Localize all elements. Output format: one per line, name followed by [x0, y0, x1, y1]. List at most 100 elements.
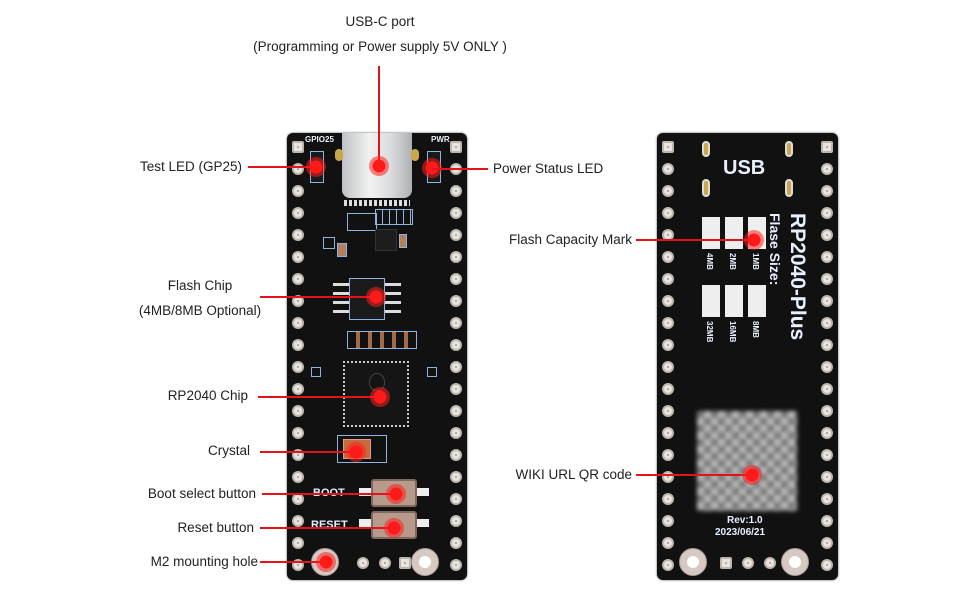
usb-c-subtitle: (Programming or Power supply 5V ONLY ) — [253, 39, 507, 54]
button-pad — [359, 488, 371, 496]
header-pin — [662, 207, 674, 219]
header-pin — [662, 295, 674, 307]
flash-size-silk: Flase Size: — [767, 213, 783, 286]
callout-dot-reset — [384, 518, 404, 538]
qr-code — [697, 411, 797, 511]
button-pad — [417, 488, 429, 496]
header-pin — [292, 207, 304, 219]
usb-shield-pad — [335, 149, 343, 161]
header-pin — [821, 207, 833, 219]
swd-pin — [742, 557, 754, 569]
label-mounting-hole: M2 mounting hole — [150, 554, 258, 569]
passive-components — [347, 331, 417, 349]
swd-pin — [399, 557, 411, 569]
header-pin — [821, 273, 833, 285]
front-board: GPIO25 PWR BOOT RESET — [287, 133, 467, 580]
capacity-pad-4mb — [702, 217, 720, 249]
header-pin — [292, 383, 304, 395]
callout-line-rp2040 — [258, 396, 380, 398]
header-pin — [450, 471, 462, 483]
header-pin — [450, 515, 462, 527]
header-pin — [821, 515, 833, 527]
header-pin — [821, 185, 833, 197]
label-crystal: Crystal — [207, 443, 250, 458]
header-pin — [662, 559, 674, 571]
callout-line-boot — [262, 493, 396, 495]
header-pin — [821, 229, 833, 241]
header-pin — [292, 427, 304, 439]
header-pin — [821, 559, 833, 571]
swd-pin — [764, 557, 776, 569]
label-flash-chip-note: (4MB/8MB Optional) — [138, 303, 262, 318]
header-pin — [821, 295, 833, 307]
callout-dot-test-led — [306, 157, 326, 177]
cap-32mb: 32MB — [705, 321, 714, 343]
capacity-pad-16mb — [725, 285, 743, 317]
header-pin — [292, 361, 304, 373]
mounting-hole-right — [411, 548, 439, 576]
swd-pin — [379, 557, 391, 569]
header-pin — [821, 427, 833, 439]
header-pin — [292, 515, 304, 527]
header-pin — [662, 427, 674, 439]
header-pin — [450, 229, 462, 241]
label-qr-code: WIKI URL QR code — [515, 467, 632, 482]
callout-line-flash-chip — [260, 296, 375, 298]
header-pin — [292, 229, 304, 241]
capacity-pad-8mb — [748, 285, 766, 317]
cap-2mb: 2MB — [728, 253, 737, 270]
cap-1mb: 1MB — [751, 253, 760, 270]
header-pin — [821, 405, 833, 417]
callout-line-reset — [260, 527, 394, 529]
header-pin — [662, 405, 674, 417]
header-pin — [292, 141, 304, 153]
header-pin — [450, 273, 462, 285]
header-pin — [450, 185, 462, 197]
back-board: USB 4MB 2MB 1MB 32MB 16MB 8MB Flase Size… — [657, 133, 838, 580]
swd-pin — [720, 557, 732, 569]
callout-dot-flash-chip — [366, 287, 386, 307]
usb-c-title: USB-C port — [345, 14, 415, 29]
cap-4mb: 4MB — [705, 253, 714, 270]
usb-shield-hole — [702, 141, 710, 157]
usb-shield-hole — [785, 179, 793, 197]
capacitor — [399, 234, 407, 248]
flash-chip-pins-right — [385, 283, 401, 317]
header-pin — [662, 493, 674, 505]
header-pin — [450, 405, 462, 417]
callout-dot-qr — [742, 465, 762, 485]
callout-dot-usb — [369, 156, 389, 176]
header-pin — [450, 537, 462, 549]
header-pin — [292, 185, 304, 197]
callout-line-usb — [378, 66, 380, 166]
header-pin — [821, 493, 833, 505]
header-pin — [450, 493, 462, 505]
header-pin — [821, 383, 833, 395]
header-pin — [662, 317, 674, 329]
callout-line-crystal — [260, 451, 356, 453]
header-pin — [662, 339, 674, 351]
capacity-pad-32mb — [702, 285, 720, 317]
label-rp2040: RP2040 Chip — [167, 388, 248, 403]
callout-dot-flash-capacity — [744, 230, 764, 250]
smd-component — [323, 237, 335, 249]
label-flash-chip: Flash Chip — [167, 278, 233, 293]
header-pin — [821, 361, 833, 373]
callout-dot-crystal — [346, 442, 366, 462]
rev-silk: Rev:1.0 — [727, 515, 763, 526]
header-pin — [821, 141, 833, 153]
gpio25-silk: GPIO25 — [305, 135, 334, 144]
callout-dot-mounting-hole — [316, 552, 336, 572]
button-pad — [359, 519, 371, 527]
label-reset-button: Reset button — [177, 520, 254, 535]
callout-line-test-led — [248, 166, 316, 168]
reset-silk: RESET — [311, 519, 348, 531]
usb-shield-pad — [411, 149, 419, 161]
cap-16mb: 16MB — [728, 321, 737, 343]
header-pin — [662, 471, 674, 483]
header-pin — [292, 339, 304, 351]
header-pin — [662, 163, 674, 175]
header-pin — [292, 405, 304, 417]
header-pin — [450, 559, 462, 571]
header-pin — [821, 449, 833, 461]
